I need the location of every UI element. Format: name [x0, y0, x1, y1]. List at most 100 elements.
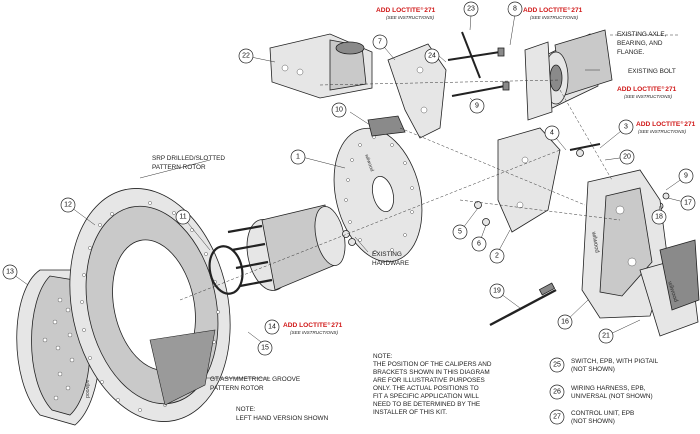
- callout-7[interactable]: 7: [372, 34, 388, 50]
- svg-text:WIRING HARNESS, EPB,: WIRING HARNESS, EPB,: [571, 385, 646, 392]
- svg-text:24: 24: [428, 53, 436, 60]
- callout-12[interactable]: 12: [60, 197, 76, 213]
- svg-text:CONTROL UNIT, EPB: CONTROL UNIT, EPB: [571, 410, 634, 417]
- callout-9b[interactable]: 9: [678, 168, 694, 184]
- svg-text:7: 7: [378, 39, 382, 46]
- callout-24[interactable]: 24: [424, 48, 440, 64]
- srp-rotor-12: [69, 188, 231, 422]
- svg-text:THE POSITION OF THE CALIPERS A: THE POSITION OF THE CALIPERS AND: [373, 361, 492, 368]
- svg-text:9: 9: [684, 173, 688, 180]
- label-gt-rotor: GT ASYMMETRICAL GROOVE PATTERN ROTOR: [210, 376, 300, 392]
- svg-text:SRP DRILLED/SLOTTED: SRP DRILLED/SLOTTED: [152, 155, 225, 162]
- svg-text:ADD LOCTITE®271: ADD LOCTITE®271: [617, 85, 677, 93]
- svg-text:ADD LOCTITE®271: ADD LOCTITE®271: [636, 120, 696, 128]
- svg-text:PATTERN ROTOR: PATTERN ROTOR: [210, 385, 264, 392]
- assembly-lines: [179, 34, 680, 301]
- callout-3[interactable]: 3: [618, 119, 634, 135]
- svg-text:14: 14: [268, 324, 276, 331]
- svg-text:18: 18: [655, 214, 663, 221]
- svg-text:(SEE INSTRUCTIONS): (SEE INSTRUCTIONS): [386, 15, 434, 20]
- svg-text:EXISTING AXLE,: EXISTING AXLE,: [617, 31, 667, 38]
- svg-text:12: 12: [64, 202, 72, 209]
- label-item-26: WIRING HARNESS, EPB, UNIVERSAL (NOT SHOW…: [571, 385, 653, 400]
- svg-text:BRACKETS SHOWN IN THIS DIAGRAM: BRACKETS SHOWN IN THIS DIAGRAM: [373, 369, 490, 376]
- svg-text:HARDWARE: HARDWARE: [372, 260, 409, 267]
- callout-20[interactable]: 20: [619, 149, 635, 165]
- rotor-13-brand: wilwood: [84, 380, 90, 398]
- svg-text:22: 22: [242, 53, 250, 60]
- svg-text:17: 17: [684, 200, 692, 207]
- callout-8[interactable]: 8: [507, 1, 523, 17]
- callout-27[interactable]: 27: [549, 409, 565, 425]
- hub-hat: [227, 204, 346, 291]
- flange-1-brand: wilwood: [363, 154, 375, 173]
- callout-22[interactable]: 22: [238, 48, 254, 64]
- svg-text:GT ASYMMETRICAL GROOVE: GT ASYMMETRICAL GROOVE: [210, 376, 300, 383]
- rotor-13-holes: [42, 297, 75, 401]
- svg-text:2: 2: [495, 253, 499, 260]
- svg-text:10: 10: [335, 107, 343, 114]
- note-positions: NOTE: THE POSITION OF THE CALIPERS AND B…: [373, 353, 492, 416]
- label-existing-hardware: EXISTING HARDWARE: [372, 251, 409, 267]
- callout-23[interactable]: 23: [463, 1, 479, 17]
- callout-26[interactable]: 26: [549, 384, 565, 400]
- callout-21[interactable]: 21: [598, 328, 614, 344]
- callout-14[interactable]: 14: [264, 319, 280, 335]
- callout-19[interactable]: 19: [489, 283, 505, 299]
- svg-text:11: 11: [179, 214, 186, 221]
- caliper-16: wilwood: [581, 169, 669, 319]
- loctite-note-3: ADD LOCTITE®271 (SEE INSTRUCTIONS): [636, 120, 696, 134]
- label-srp-rotor: SRP DRILLED/SLOTTED PATTERN ROTOR: [152, 155, 225, 171]
- svg-text:8: 8: [513, 6, 517, 13]
- callout-25[interactable]: 25: [549, 357, 565, 373]
- callout-17[interactable]: 17: [680, 195, 696, 211]
- loctite-note-14: ADD LOCTITE®271 (SEE INSTRUCTIONS): [283, 321, 343, 335]
- callout-11[interactable]: 11: [175, 209, 191, 225]
- svg-text:21: 21: [602, 333, 610, 340]
- callout-15[interactable]: 15: [257, 340, 273, 356]
- svg-text:SWITCH, EPB, WITH PIGTAIL: SWITCH, EPB, WITH PIGTAIL: [571, 358, 659, 365]
- svg-text:6: 6: [477, 241, 481, 248]
- callout-16[interactable]: 16: [557, 314, 573, 330]
- svg-text:5: 5: [458, 229, 462, 236]
- caliper-16-brand: wilwood: [590, 230, 600, 253]
- part-bubbles: 22 7 23 24 8 9 10 1 4 3 20 12 11 13 5 6 …: [2, 1, 696, 425]
- svg-text:ADD LOCTITE®271: ADD LOCTITE®271: [523, 6, 583, 14]
- callout-13[interactable]: 13: [2, 264, 18, 280]
- callout-10[interactable]: 10: [331, 102, 347, 118]
- svg-text:NOTE:: NOTE:: [373, 353, 393, 360]
- svg-text:25: 25: [553, 362, 561, 369]
- callout-1[interactable]: 1: [290, 149, 306, 165]
- svg-text:(NOT SHOWN): (NOT SHOWN): [571, 366, 615, 373]
- loctite-note-top-left: ADD LOCTITE®271 (SEE INSTRUCTIONS): [376, 6, 436, 20]
- svg-text:ONLY. THE ACTUAL POSITIONS TO: ONLY. THE ACTUAL POSITIONS TO: [373, 385, 479, 392]
- label-item-27: CONTROL UNIT, EPB (NOT SHOWN): [571, 410, 634, 425]
- flange-1-holes: [344, 135, 414, 254]
- label-item-25: SWITCH, EPB, WITH PIGTAIL (NOT SHOWN): [571, 358, 659, 373]
- svg-text:ADD LOCTITE®271: ADD LOCTITE®271: [376, 6, 436, 14]
- svg-text:20: 20: [623, 154, 631, 161]
- callout-5[interactable]: 5: [452, 224, 468, 240]
- existing-axle: [524, 29, 613, 121]
- svg-text:4: 4: [550, 130, 554, 137]
- label-existing-bolt: EXISTING BOLT: [628, 68, 676, 75]
- svg-text:FIT A SPECIFIC APPLICATION WIL: FIT A SPECIFIC APPLICATION WILL: [373, 393, 479, 400]
- svg-text:INSTALLER OF THIS KIT.: INSTALLER OF THIS KIT.: [373, 409, 447, 416]
- svg-text:UNIVERSAL (NOT SHOWN): UNIVERSAL (NOT SHOWN): [571, 393, 653, 400]
- bolt-19: [489, 282, 557, 327]
- callout-2[interactable]: 2: [489, 248, 505, 264]
- svg-text:BEARING, AND: BEARING, AND: [617, 40, 663, 47]
- svg-text:(NOT SHOWN): (NOT SHOWN): [571, 418, 615, 425]
- note-left-hand: NOTE: LEFT HAND VERSION SHOWN: [236, 406, 329, 422]
- brake-pads-21: wilwood: [639, 239, 700, 337]
- svg-text:9: 9: [475, 103, 479, 110]
- loctite-note-bolt: ADD LOCTITE®271 (SEE INSTRUCTIONS): [617, 85, 677, 99]
- callout-4[interactable]: 4: [544, 125, 560, 141]
- callout-9[interactable]: 9: [469, 98, 485, 114]
- svg-text:27: 27: [553, 414, 561, 421]
- callout-18[interactable]: 18: [651, 209, 667, 225]
- svg-text:EXISTING: EXISTING: [372, 251, 402, 258]
- svg-text:NOTE:: NOTE:: [236, 406, 256, 413]
- callout-6[interactable]: 6: [471, 236, 487, 252]
